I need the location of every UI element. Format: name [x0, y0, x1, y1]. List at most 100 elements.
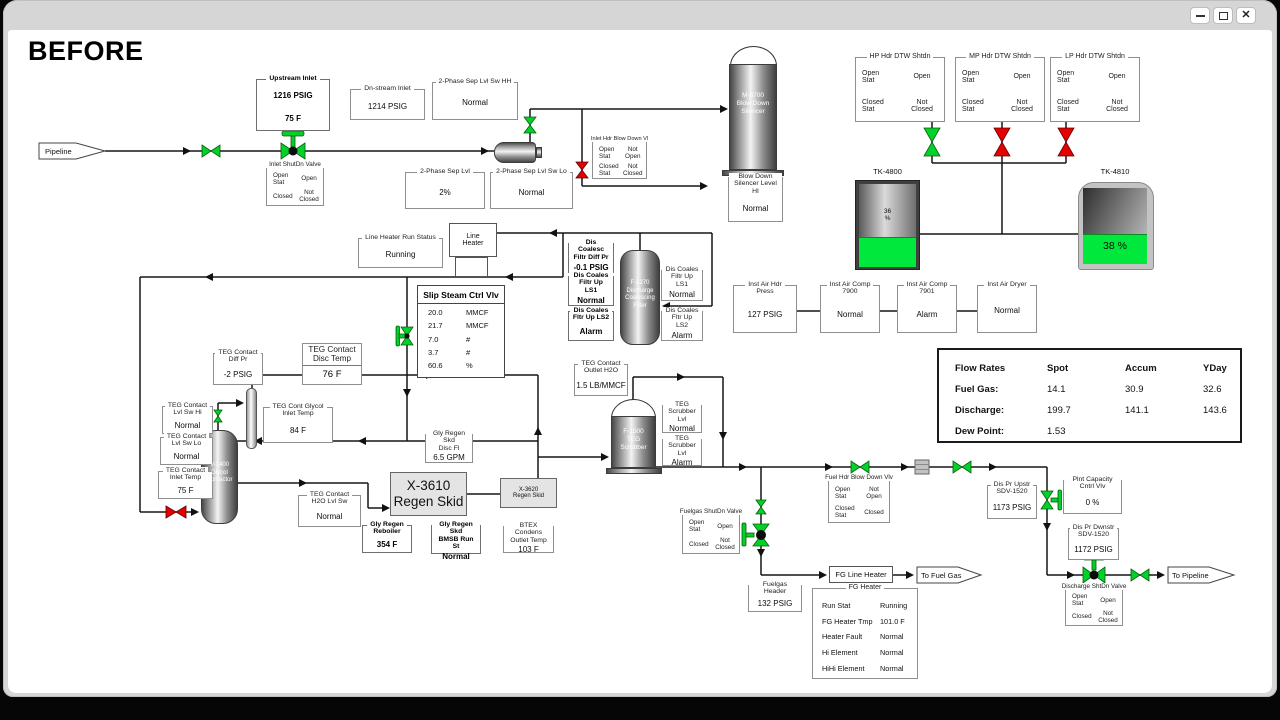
- field-upstream-inlet: Upstream Inlet 1216 PSIG 75 F: [256, 75, 330, 131]
- line-heater-box: Line Heater: [449, 223, 497, 257]
- f1500-label: F-1500 TEG Scrubber: [620, 428, 647, 452]
- fg-line-heater-box: FG Line Heater: [829, 566, 893, 583]
- to-fuel-gas-tag: To Fuel Gas: [916, 566, 983, 584]
- f1270-label: F-1270 Discharge Coalescing Filter: [625, 280, 655, 309]
- pipeline-source-tag: Pipeline: [38, 142, 107, 160]
- x3610-regen-skid: X-3610 Regen Skid: [390, 472, 467, 516]
- separator-nozzle: [536, 147, 542, 158]
- line-heater-stub: [455, 257, 488, 277]
- app-window: ✕ BEFORE: [3, 0, 1277, 697]
- valve-discharge-block[interactable]: [1130, 568, 1150, 582]
- valve-sdv-1520[interactable]: [1040, 489, 1062, 511]
- two-phase-separator-vessel: [494, 142, 536, 163]
- page-title: BEFORE: [28, 36, 144, 66]
- inline-filter-icon: [914, 459, 930, 475]
- x3620-regen-skid: X-3620 Regen Skid: [500, 478, 557, 508]
- maximize-icon: [1218, 11, 1228, 20]
- flow-arrows: [183, 105, 1165, 579]
- valve-contactor-inlet[interactable]: [213, 409, 223, 423]
- silencer-label: M-8700 Blow Down Silencer: [736, 92, 770, 116]
- f1500-vessel: [611, 416, 656, 468]
- valve-fuelgas-branch[interactable]: [755, 499, 767, 515]
- f1500-base: [606, 468, 662, 474]
- hmi-canvas: BEFORE: [8, 30, 1272, 693]
- valve-lp-hdr-dtw[interactable]: [1057, 127, 1075, 157]
- valve-fuelgas-esd[interactable]: [741, 522, 770, 547]
- f1270-vessel: [620, 250, 660, 345]
- to-pipeline-tag: To Pipeline: [1167, 566, 1236, 584]
- tk4810-level-bar: [1083, 234, 1147, 264]
- tk4810-level-text: 38 %: [1103, 240, 1127, 252]
- minimize-button[interactable]: [1190, 7, 1210, 24]
- maximize-button[interactable]: [1213, 7, 1233, 24]
- valve-hp-hdr-dtw[interactable]: [923, 127, 941, 157]
- close-icon: ✕: [1241, 9, 1251, 21]
- valve-inlet-block[interactable]: [201, 144, 221, 158]
- svg-text:Pipeline: Pipeline: [45, 147, 72, 156]
- valve-scrubber-outlet-a[interactable]: [850, 460, 870, 474]
- tk4810-label: TK-4810: [1100, 167, 1130, 176]
- field-dis-coalesc-diff: Dis Coalesc Filtr Diff Pr-0.1 PSIG: [568, 239, 614, 273]
- tk4800-label: TK-4800: [873, 167, 902, 176]
- glycol-column: [246, 388, 257, 449]
- valve-sep-vent[interactable]: [523, 116, 537, 134]
- valve-inlet-hdr-blowdown[interactable]: [575, 161, 589, 179]
- tk4800-level-bar: [859, 237, 916, 267]
- field-teg-diff-pr: TEG Contact Diff Pr-2 PSIG: [213, 349, 263, 385]
- valve-scrubber-outlet-b[interactable]: [952, 460, 972, 474]
- close-button[interactable]: ✕: [1236, 7, 1256, 24]
- v1400-label: V-1400 Glycol Contactor: [206, 462, 233, 483]
- valve-mp-hdr-dtw[interactable]: [993, 127, 1011, 157]
- valve-inlet-esd[interactable]: [280, 130, 306, 160]
- svg-text:To Pipeline: To Pipeline: [1172, 571, 1209, 580]
- minimize-icon: [1195, 14, 1205, 17]
- valve-slip-steam-ctrl[interactable]: [395, 325, 414, 347]
- title-bar: ✕: [3, 0, 1277, 30]
- silencer-vessel: [729, 64, 777, 170]
- tk4800-level-text: 36 %: [883, 208, 892, 222]
- valve-contactor-drain[interactable]: [165, 505, 187, 519]
- svg-text:To Fuel Gas: To Fuel Gas: [921, 571, 962, 580]
